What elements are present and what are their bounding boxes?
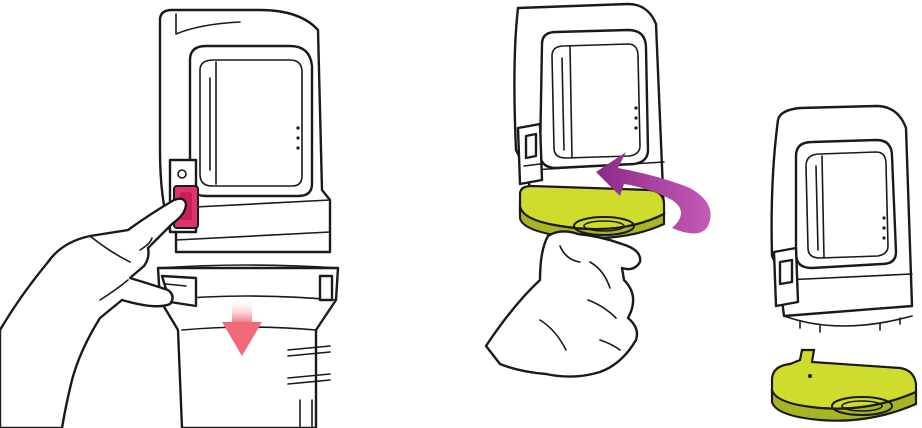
hand-left bbox=[0, 197, 188, 428]
filter-cap bbox=[518, 184, 666, 240]
dust-bin bbox=[156, 264, 340, 428]
panel-2 bbox=[484, 2, 711, 378]
motor-unit-2 bbox=[513, 2, 666, 216]
rotate-arrow-icon bbox=[596, 152, 711, 234]
motor-unit-3 bbox=[770, 104, 914, 333]
hand-right bbox=[484, 230, 642, 378]
panel-3 bbox=[770, 104, 918, 422]
panel-1 bbox=[0, 8, 340, 428]
filter-cap-detached bbox=[770, 348, 918, 422]
arrow-down-icon bbox=[222, 298, 262, 356]
